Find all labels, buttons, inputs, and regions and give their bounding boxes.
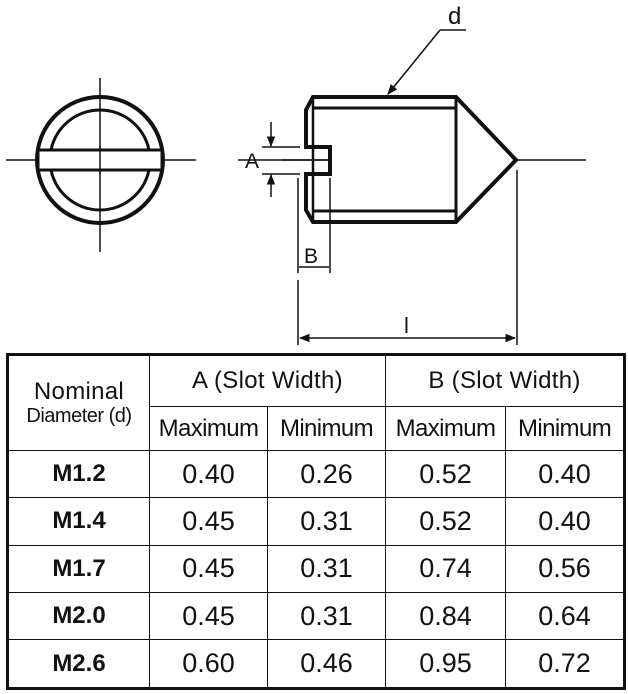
b-max-cell: 0.52 <box>385 497 507 546</box>
dimension-b: B <box>297 178 331 273</box>
a-min-cell: 0.31 <box>266 591 387 641</box>
dimension-l: l <box>297 170 518 345</box>
nominal-label: Nominal <box>33 377 125 405</box>
subheader-b-min: Minimum <box>505 406 626 451</box>
table-row: M1.4 0.45 0.31 0.52 0.40 <box>7 497 626 546</box>
screw-body-outline <box>304 95 519 224</box>
a-max-cell: 0.45 <box>149 544 268 593</box>
subheader-a-max: Maximum <box>149 406 268 451</box>
a-max-cell: 0.45 <box>149 497 268 546</box>
label-b: B <box>304 245 318 268</box>
label-l: l <box>404 313 409 338</box>
size-cell: M2.0 <box>7 591 150 641</box>
side-view <box>238 95 586 224</box>
dimension-d: d <box>387 3 466 95</box>
dimension-a: A <box>245 122 300 197</box>
end-view <box>6 78 196 252</box>
size-cell: M1.7 <box>7 544 150 593</box>
a-max-cell: 0.40 <box>149 449 268 499</box>
subheader-a-min: Minimum <box>266 406 387 451</box>
diameter-label: Diameter (d) <box>26 405 132 428</box>
set-screw-drawing: d A B l <box>6 3 586 345</box>
a-max-cell: 0.60 <box>149 639 268 689</box>
b-max-cell: 0.52 <box>385 449 507 499</box>
b-max-cell: 0.74 <box>385 544 507 593</box>
a-min-cell: 0.31 <box>266 497 387 546</box>
table-row: M1.7 0.45 0.31 0.74 0.56 <box>7 544 626 593</box>
table-row: M1.2 0.40 0.26 0.52 0.40 <box>7 449 626 499</box>
subheader-row: Maximum Minimum Maximum Minimum <box>8 406 626 451</box>
label-a: A <box>245 150 259 173</box>
table-row: M2.6 0.60 0.46 0.95 0.72 <box>7 639 626 689</box>
a-max-cell: 0.45 <box>149 591 268 641</box>
b-min-cell: 0.40 <box>505 497 626 546</box>
a-min-cell: 0.46 <box>266 639 387 689</box>
b-min-cell: 0.56 <box>505 544 626 593</box>
size-cell: M2.6 <box>7 639 150 689</box>
b-min-cell: 0.40 <box>505 449 626 499</box>
a-min-cell: 0.26 <box>266 449 387 499</box>
label-d: d <box>448 3 461 30</box>
group-header-b: B (Slot Width) <box>385 354 626 407</box>
slot-width-table: Nominal Diameter (d) A (Slot Width) B (S… <box>6 353 627 690</box>
size-cell: M1.4 <box>7 497 150 546</box>
nominal-diameter-header: Nominal Diameter (d) <box>7 354 150 451</box>
size-cell: M1.2 <box>7 449 150 499</box>
subheader-b-max: Maximum <box>385 406 507 451</box>
b-min-cell: 0.72 <box>505 639 626 689</box>
a-min-cell: 0.31 <box>266 544 387 593</box>
b-max-cell: 0.84 <box>385 591 507 641</box>
b-min-cell: 0.64 <box>505 591 626 641</box>
header-row: Nominal Diameter (d) A (Slot Width) B (S… <box>7 354 626 451</box>
b-max-cell: 0.95 <box>385 639 507 689</box>
table-row: M2.0 0.45 0.31 0.84 0.64 <box>7 591 626 641</box>
group-header-a: A (Slot Width) <box>148 354 387 407</box>
